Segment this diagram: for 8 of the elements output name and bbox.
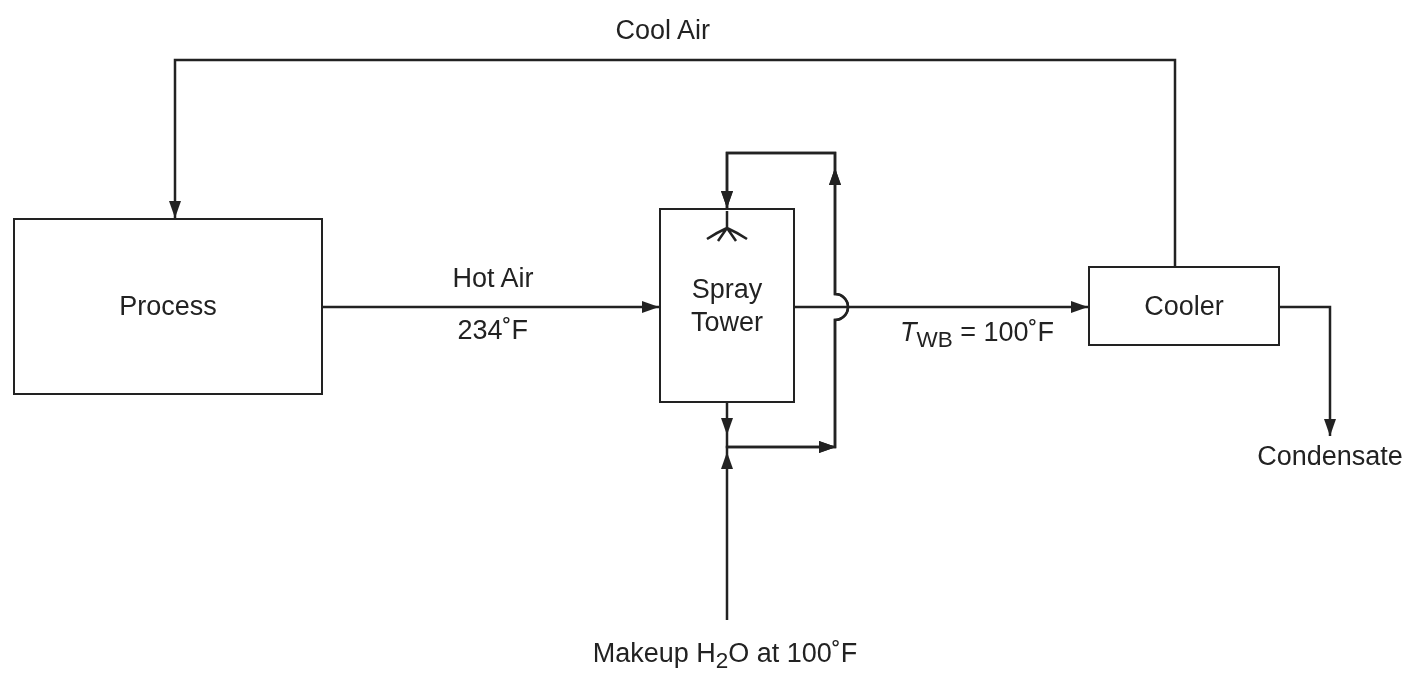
process-box — [13, 218, 323, 395]
box-label: Cooler — [1144, 289, 1224, 323]
box-label: Spray Tower — [690, 273, 764, 338]
process-box — [1088, 266, 1280, 346]
stream-label: Makeup H$_{2}$O at 100˚F — [592, 637, 858, 673]
process-box — [659, 208, 795, 403]
stream-label: Condensate — [1257, 439, 1403, 473]
box-label: Process — [119, 290, 217, 323]
